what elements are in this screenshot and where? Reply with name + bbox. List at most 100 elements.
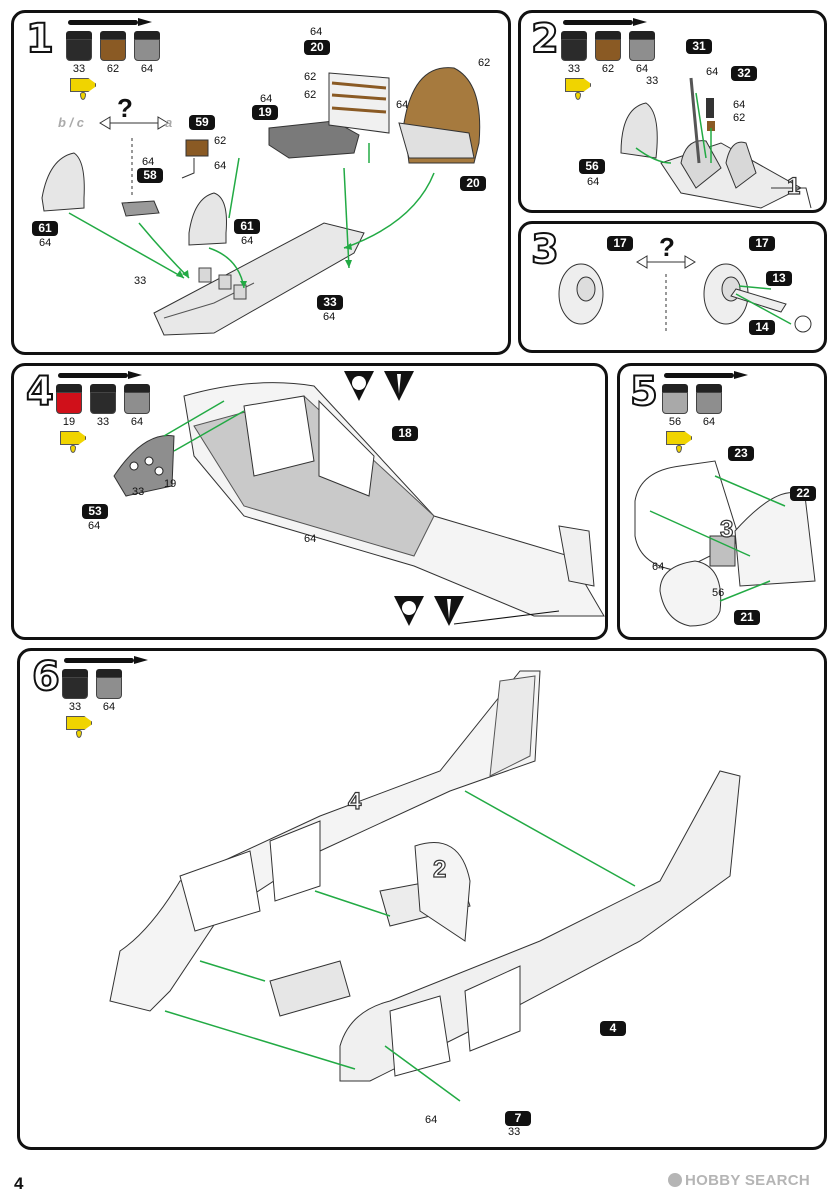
part-number: 17 bbox=[607, 236, 633, 251]
paint-jar-33 bbox=[90, 384, 116, 414]
step-1-panel: 1 33 62 64 bbox=[11, 10, 511, 355]
step-3-panel: 3 ? 17 17 13 14 bbox=[518, 221, 827, 353]
step-number: 5 bbox=[629, 369, 659, 415]
paint-code: 62 bbox=[106, 63, 120, 75]
paint-callout: 64 bbox=[396, 99, 409, 111]
paint-callout: 64 bbox=[39, 237, 52, 249]
paint-callout: 64 bbox=[241, 235, 254, 247]
step-4-panel: 4 19 33 64 18 53 64 33 19 64 bbox=[11, 363, 608, 640]
step-6-drawing bbox=[109, 670, 741, 1102]
sub-assembly-number: 4 bbox=[347, 787, 362, 815]
glue-tube-icon bbox=[66, 716, 92, 730]
paint-callout: 56 bbox=[712, 587, 725, 599]
option-label: a bbox=[165, 115, 173, 130]
brand-name: HOBBY SEARCH bbox=[685, 1172, 811, 1189]
paint-code: 19 bbox=[62, 416, 76, 428]
paint-callout: 62 bbox=[214, 135, 227, 147]
part-number: 33 bbox=[317, 295, 343, 310]
paint-jar-64 bbox=[134, 31, 160, 61]
glue-drop-icon bbox=[676, 445, 682, 453]
part-number: 53 bbox=[82, 504, 108, 519]
glue-tube-icon bbox=[60, 431, 86, 445]
paint-code: 64 bbox=[635, 63, 649, 75]
paint-callout: 64 bbox=[214, 160, 227, 172]
paint-callout: 33 bbox=[646, 75, 659, 87]
paint-brush-icon bbox=[64, 656, 148, 664]
question-mark: ? bbox=[659, 232, 675, 262]
paint-jar-19 bbox=[56, 384, 82, 414]
glue-tube-icon bbox=[70, 78, 96, 92]
step-1-drawing bbox=[41, 67, 481, 336]
option-label: b / c bbox=[58, 115, 85, 130]
part-number: 7 bbox=[505, 1111, 531, 1126]
part-number: 14 bbox=[749, 320, 775, 335]
paint-jar-62 bbox=[100, 31, 126, 61]
paint-callout: 64 bbox=[260, 93, 273, 105]
part-number: 61 bbox=[32, 221, 58, 236]
paint-jar-56 bbox=[662, 384, 688, 414]
step-number: 1 bbox=[25, 16, 55, 62]
part-number: 32 bbox=[731, 66, 757, 81]
part-number: 13 bbox=[766, 271, 792, 286]
paint-jar-64 bbox=[629, 31, 655, 61]
paint-callout: 64 bbox=[733, 99, 746, 111]
step-number: 4 bbox=[25, 369, 55, 415]
paint-code: 33 bbox=[567, 63, 581, 75]
part-number: 58 bbox=[137, 168, 163, 183]
paint-code: 64 bbox=[140, 63, 154, 75]
paint-callout: 33 bbox=[508, 1126, 521, 1138]
glue-tube-icon bbox=[565, 78, 591, 92]
paint-jar-33 bbox=[62, 669, 88, 699]
part-number: 31 bbox=[686, 39, 712, 54]
step-5-drawing bbox=[634, 460, 816, 627]
glue-drop-icon bbox=[70, 445, 76, 453]
paint-callout: 19 bbox=[164, 478, 177, 490]
step-2-panel: 2 33 62 64 31 33 64 32 64 62 56 64 1 bbox=[518, 10, 827, 213]
paint-callout: 64 bbox=[142, 156, 155, 168]
step-number: 2 bbox=[530, 16, 560, 62]
part-number: 22 bbox=[790, 486, 816, 501]
part-number: 21 bbox=[734, 610, 760, 625]
paint-code: 64 bbox=[702, 416, 716, 428]
paint-callout: 62 bbox=[478, 57, 491, 69]
part-number: 59 bbox=[189, 115, 215, 130]
step-number: 6 bbox=[31, 654, 61, 700]
paint-jar-33 bbox=[561, 31, 587, 61]
step-3-drawing bbox=[558, 255, 812, 334]
question-mark: ? bbox=[117, 93, 133, 123]
part-number: 4 bbox=[600, 1021, 626, 1036]
sub-assembly-number: 3 bbox=[719, 515, 734, 543]
glue-drop-icon bbox=[76, 730, 82, 738]
paint-callout: 62 bbox=[304, 89, 317, 101]
step-4-drawing bbox=[113, 371, 605, 626]
page-number: 4 bbox=[14, 1174, 24, 1193]
paint-code: 64 bbox=[102, 701, 116, 713]
paint-callout: 64 bbox=[425, 1114, 438, 1126]
part-number: 23 bbox=[728, 446, 754, 461]
paint-callout: 64 bbox=[323, 311, 336, 323]
paint-code: 33 bbox=[68, 701, 82, 713]
paint-jar-64 bbox=[124, 384, 150, 414]
part-number: 19 bbox=[252, 105, 278, 120]
paint-code: 33 bbox=[72, 63, 86, 75]
paint-jar-64 bbox=[96, 669, 122, 699]
glue-tube-icon bbox=[666, 431, 692, 445]
step-5-panel: 5 56 64 23 22 21 64 56 3 bbox=[617, 363, 827, 640]
paint-callout: 33 bbox=[132, 486, 145, 498]
paint-jar-64 bbox=[696, 384, 722, 414]
paint-brush-icon bbox=[664, 371, 748, 379]
brand-logo-icon bbox=[668, 1173, 682, 1187]
paint-callout: 64 bbox=[88, 520, 101, 532]
paint-jar-33 bbox=[66, 31, 92, 61]
step-6-panel: 6 33 64 4 2 4 7 33 64 bbox=[17, 648, 827, 1150]
paint-callout: 64 bbox=[304, 533, 317, 545]
paint-callout: 64 bbox=[706, 66, 719, 78]
glue-drop-icon bbox=[575, 92, 581, 100]
part-number: 20 bbox=[460, 176, 486, 191]
glue-drop-icon bbox=[80, 92, 86, 100]
brand-watermark: HOBBY SEARCH bbox=[668, 1172, 810, 1189]
sub-assembly-number: 2 bbox=[432, 855, 447, 883]
paint-callout: 33 bbox=[134, 275, 147, 287]
part-number: 20 bbox=[304, 40, 330, 55]
paint-code: 56 bbox=[668, 416, 682, 428]
